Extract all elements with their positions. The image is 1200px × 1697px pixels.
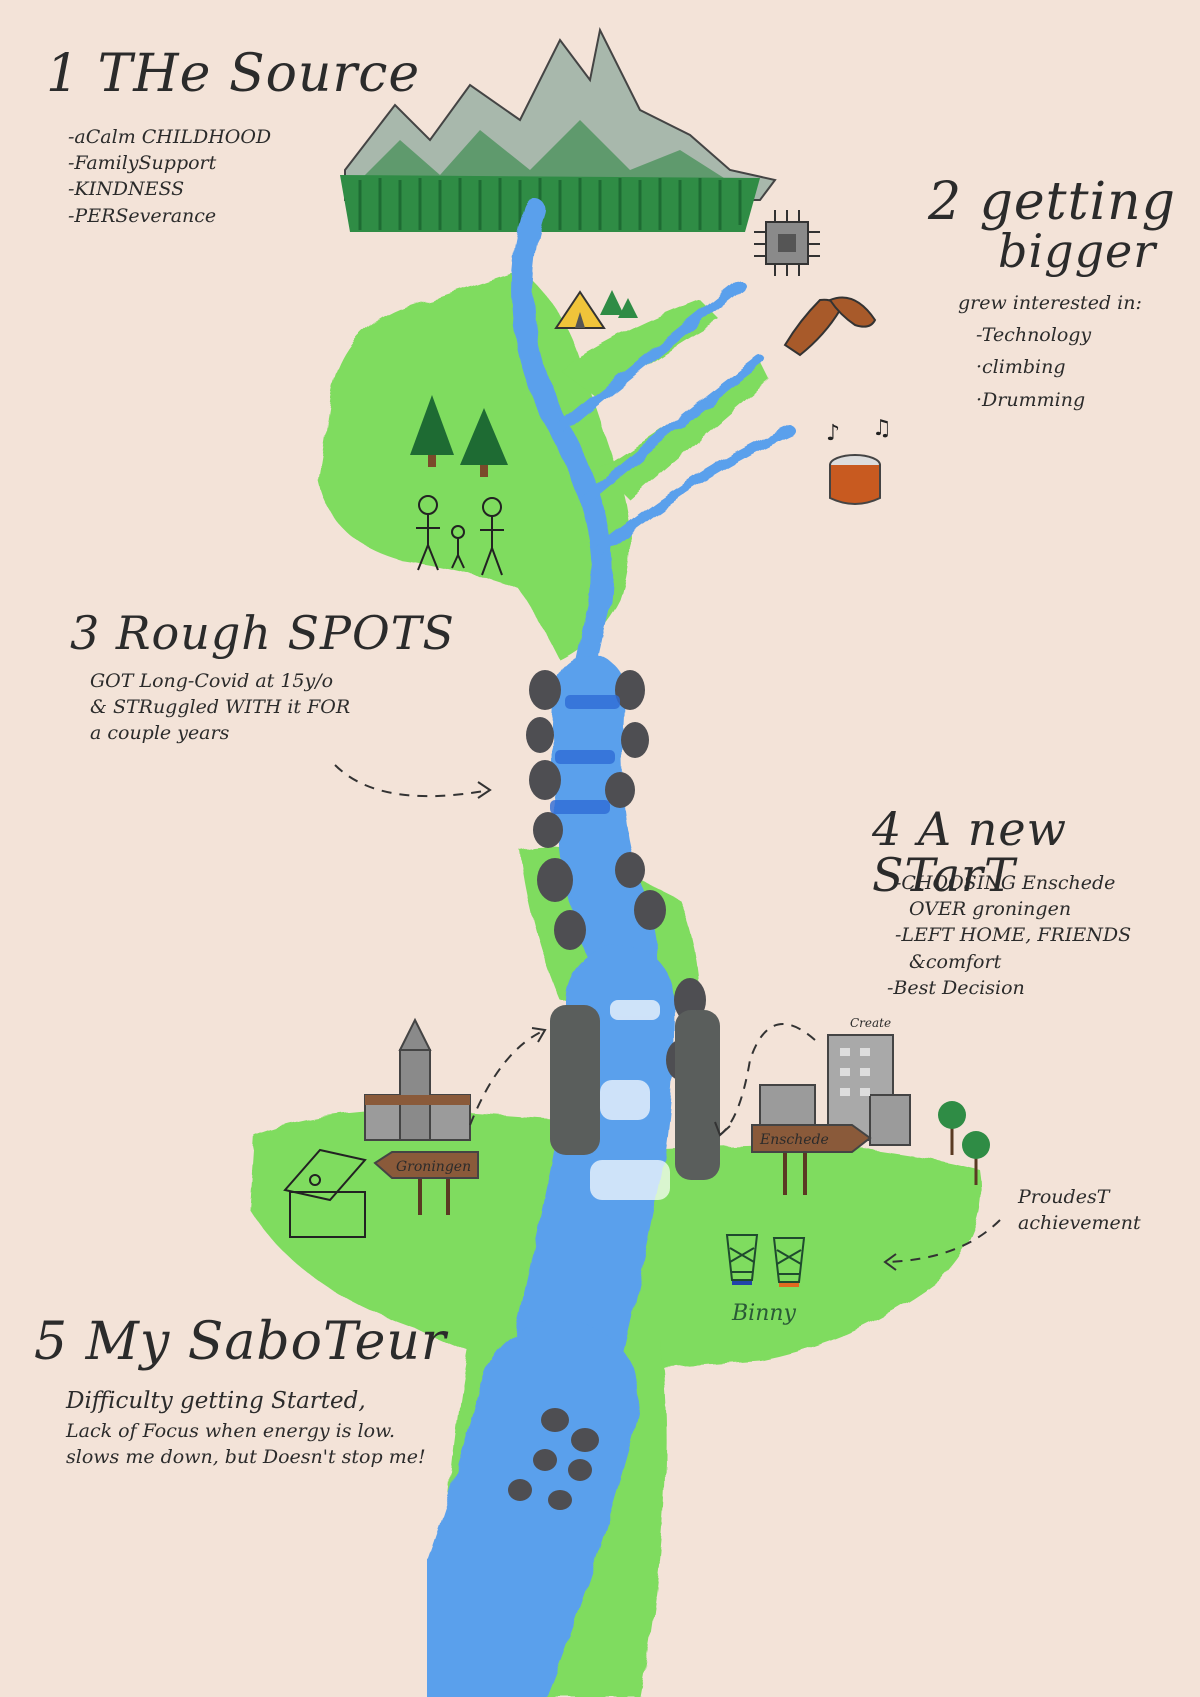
new-start-line: -CHOOSING Enschede xyxy=(895,872,1116,894)
svg-text:♪: ♪ xyxy=(826,421,840,446)
new-start-title: 4 A new STarT xyxy=(872,802,1067,902)
bigger-title-line1: 2 getting xyxy=(928,172,1176,232)
bigger-list: grew interested in: -Technology ·climbin… xyxy=(958,290,1142,413)
section-bigger: 2 getting bigger xyxy=(928,176,1176,274)
basketball-hoop-icon xyxy=(725,1234,806,1287)
drum-icon: ♪ ♫ xyxy=(826,416,892,505)
new-start-text: -CHOOSING Enschede OVER groningen -LEFT … xyxy=(887,870,1132,1001)
source-item: -aCalm CHILDHOOD xyxy=(68,126,272,148)
source-item: -FamilySupport xyxy=(68,152,217,175)
source-item: -KINDNESS xyxy=(68,178,185,201)
proudest-line2: achievement xyxy=(1018,1212,1141,1235)
church-icon xyxy=(364,1017,471,1141)
section-rough: 3 Rough SPOTS GOT Long-Covid at 15y/o & … xyxy=(70,610,455,747)
groningen-signpost xyxy=(373,1151,479,1215)
source-list: -aCalm CHILDHOOD -FamilySupport -KINDNES… xyxy=(68,124,420,229)
rough-line: GOT Long-Covid at 15y/o xyxy=(90,670,334,692)
enschede-sign-label: Enschede xyxy=(759,1132,829,1148)
groningen-sign-label: Groningen xyxy=(396,1159,471,1175)
chip-icon xyxy=(754,210,820,276)
tree-icon xyxy=(410,395,508,477)
branch-grass-2 xyxy=(600,360,770,500)
binny-label: Binny xyxy=(731,1301,797,1326)
new-start-line: -Best Decision xyxy=(887,976,1025,999)
house-icon xyxy=(283,1148,367,1238)
saboteur-title: 5 My SaboTeur xyxy=(34,1312,447,1372)
bigger-item: ·climbing xyxy=(976,356,1066,379)
climbing-shoes-icon xyxy=(783,296,877,357)
arrows xyxy=(334,764,1001,1263)
section-saboteur: 5 My SaboTeur Difficulty getting Started… xyxy=(34,1316,447,1470)
saboteur-line: Difficulty getting Started, xyxy=(66,1388,366,1414)
branch-grass-1 xyxy=(560,300,720,400)
tree-icon xyxy=(938,1101,990,1185)
tent-icon xyxy=(554,290,638,329)
bigger-title-line2: bigger xyxy=(998,224,1157,278)
stick-family-icon xyxy=(416,495,504,576)
saboteur-line: Lack of Focus when energy is low. xyxy=(66,1419,396,1442)
proudest-line1: ProudesT xyxy=(1018,1186,1110,1208)
section-new-start: 4 A new STarT xyxy=(872,806,1200,898)
section-source: 1 THe Source -aCalm CHILDHOOD -FamilySup… xyxy=(46,48,420,229)
new-start-line: -LEFT HOME, FRIENDS xyxy=(895,924,1132,947)
arrow-heads xyxy=(477,781,897,1271)
bigger-intro: grew interested in: xyxy=(958,292,1142,314)
rough-text: GOT Long-Covid at 15y/o & STRuggled WITH… xyxy=(90,668,455,747)
source-title: 1 THe Source xyxy=(46,44,421,104)
svg-text:♫: ♫ xyxy=(872,416,892,441)
rough-line: & STRuggled WITH it FOR xyxy=(90,696,351,719)
rough-title: 3 Rough SPOTS xyxy=(70,606,455,660)
saboteur-text: Difficulty getting Started, Lack of Focu… xyxy=(66,1386,447,1470)
bigger-item: ·Drumming xyxy=(976,388,1086,411)
rapids-rocks xyxy=(508,670,720,1510)
bigger-item: -Technology xyxy=(976,324,1092,347)
saboteur-line: slows me down, but Doesn't stop me! xyxy=(66,1445,426,1468)
enschede-signpost xyxy=(751,1124,872,1195)
create-label: Create xyxy=(850,1016,891,1030)
rough-line: a couple years xyxy=(90,722,230,745)
mountain-icon xyxy=(340,26,777,232)
new-start-line: &comfort xyxy=(909,950,1002,973)
water-foam xyxy=(550,695,620,814)
proudest-note: ProudesT achievement xyxy=(1018,1184,1141,1236)
new-start-line: OVER groningen xyxy=(909,898,1072,921)
waterfall-foam xyxy=(590,1000,670,1200)
source-item: -PERSeverance xyxy=(68,204,217,227)
